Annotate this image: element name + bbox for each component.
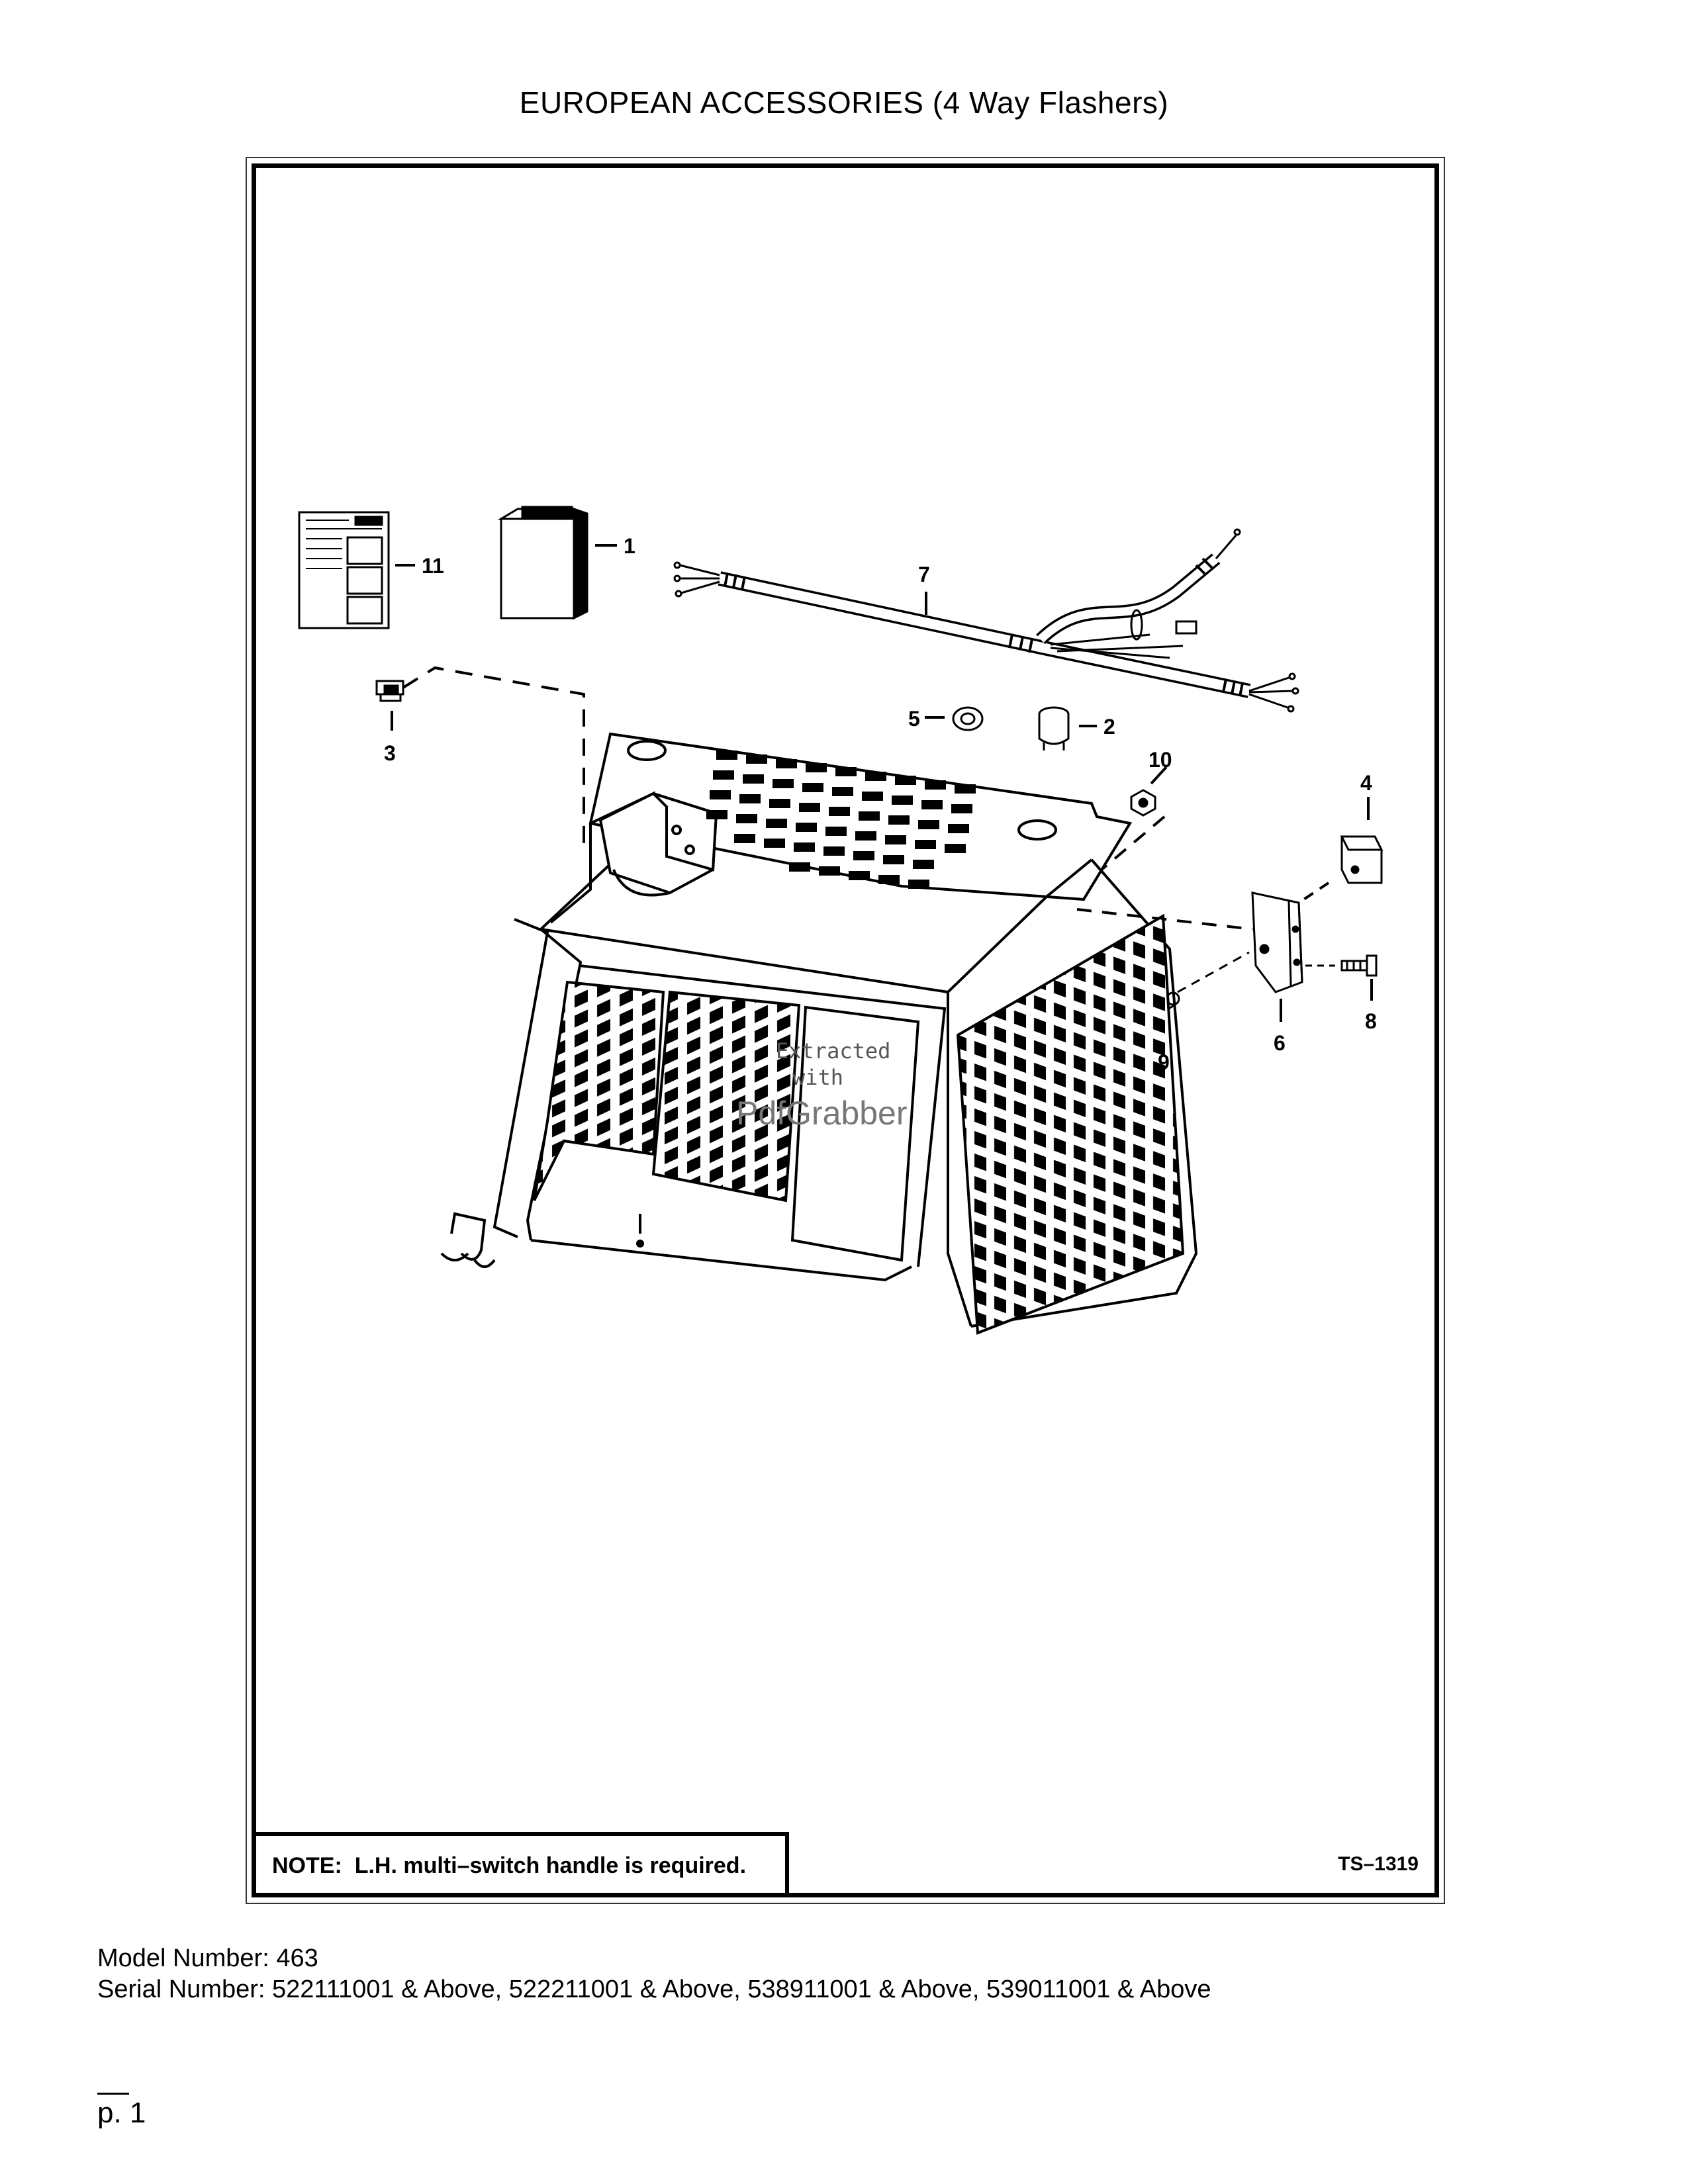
note-label: NOTE: [272,1853,342,1878]
callout-7: 7 [918,563,930,586]
exploded-parts-diagram: 1 2 3 4 5 6 7 8 9 10 11 Extracted with P… [298,506,1383,1335]
callout-2: 2 [1103,715,1115,739]
side-mesh [956,913,1185,1335]
watermark-line-3: PdfGrabber [736,1095,907,1132]
part-1-flasher-box [497,506,617,620]
front-left-mesh [533,980,665,1201]
callout-5: 5 [908,707,920,731]
note-text: L.H. multi–switch handle is required. [354,1853,747,1878]
watermark-line-1: Extracted [776,1038,890,1064]
callout-4: 4 [1360,771,1372,795]
part-10-nut [1130,766,1168,817]
callout-11: 11 [422,554,444,578]
model-number: Model Number: 463 [97,1944,318,1972]
watermark-line-2: with [792,1065,843,1090]
callout-6: 6 [1274,1031,1286,1055]
part-11-decal [298,511,415,629]
callout-9: 9 [1158,1050,1170,1074]
vent-grid [706,751,976,889]
serial-number: Serial Number: 522111001 & Above, 522211… [97,1976,1211,2003]
drawing-frame-outer [246,157,1445,1904]
part-8-bolt [1305,954,1378,1001]
part-3-switch [375,680,404,731]
part-5-grommet [925,706,984,731]
part-7-wiring-harness [673,528,1299,713]
note-box: NOTE: L.H. multi–switch handle is requir… [256,1832,789,1893]
drawing-number: TS–1319 [1338,1853,1419,1875]
page-number: p. 1 [97,2097,146,2129]
footer-rule [97,2093,129,2095]
front-mid-mesh [651,990,801,1203]
callout-10: 10 [1149,748,1172,772]
front-inner-frame [790,1005,920,1262]
part-4-light [1340,797,1383,884]
part-6-bracket [1251,891,1303,1022]
callout-3: 3 [384,741,396,765]
page-title: EUROPEAN ACCESSORIES (4 Way Flashers) [519,85,1169,120]
callout-1: 1 [624,534,635,558]
part-2-relay [1038,706,1097,751]
wire-route-dashed [402,666,585,850]
drawing-frame: 1 2 3 4 5 6 7 8 9 10 11 Extracted with P… [252,163,1439,1897]
callout-8: 8 [1365,1009,1377,1033]
